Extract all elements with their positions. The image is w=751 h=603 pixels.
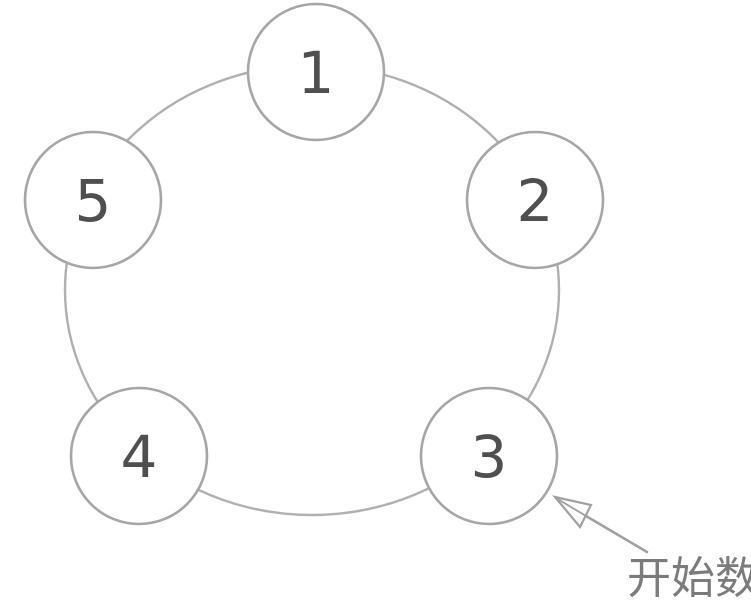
node-5-circle (23, 130, 163, 270)
node-2-label: 2 (517, 167, 554, 235)
start-label: 开始数 (627, 554, 751, 603)
start-arrow-head-midline (555, 497, 587, 517)
node-2-circle (465, 130, 605, 270)
node-5-label: 5 (75, 167, 112, 235)
node-3-circle (419, 386, 559, 526)
node-2: 2 (465, 130, 605, 270)
node-1-circle (246, 2, 386, 142)
node-1: 1 (246, 2, 386, 142)
start-arrow-shaft (584, 514, 649, 554)
node-5: 5 (23, 130, 163, 270)
node-3-label: 3 (471, 423, 508, 491)
start-arrow (552, 495, 649, 554)
node-1-label: 1 (298, 39, 335, 107)
node-4-label: 4 (121, 423, 158, 491)
node-4: 4 (69, 386, 209, 526)
node-3: 3 (419, 386, 559, 526)
node-4-circle (69, 386, 209, 526)
